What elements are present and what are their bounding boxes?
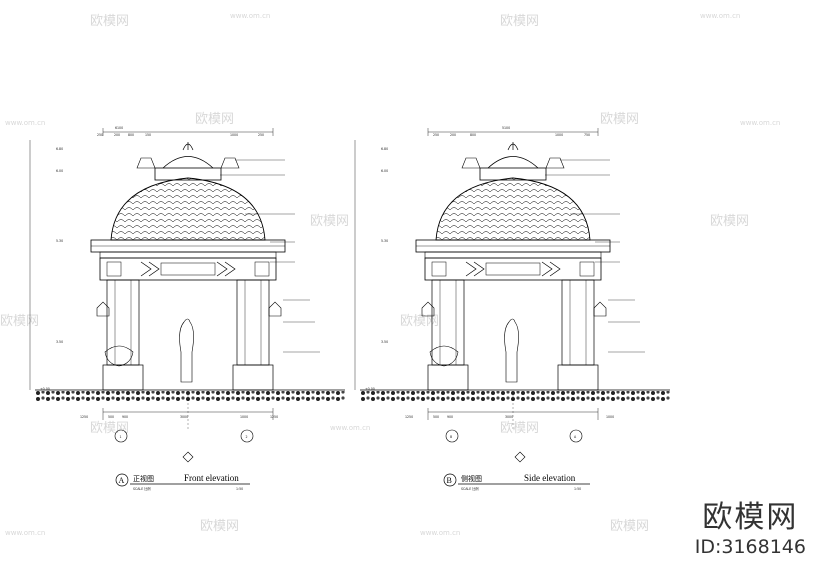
level-label: 5.30 [56,239,63,243]
watermark-text: 欧模网 [90,14,129,29]
watermark-text: 欧模网 [90,421,129,436]
watermark-url: www.om.cn [330,424,370,432]
bottom-dimension: 500 [108,415,114,419]
watermark-url: www.om.cn [5,119,45,127]
watermark-text: 欧模网 [310,214,349,229]
watermark-url: www.om.cn [700,12,740,20]
bottom-dimension: 900 [122,415,128,419]
top-dimension: 150 [145,133,151,137]
bottom-dimension: 1000 [240,415,248,419]
top-dimension: 250 [258,133,264,137]
grid-label: A [574,435,577,439]
watermark-url: www.om.cn [230,12,270,20]
watermark-layer: 欧模网 www.om.cn 欧模网 www.om.cn 欧模网 欧模网 www.… [0,12,780,537]
level-label: 6.80 [56,147,63,151]
watermark-url: www.om.cn [420,529,460,537]
level-label: 6.00 [56,169,63,173]
level-label: 3.50 [56,340,63,344]
level-label: 6.80 [381,147,388,151]
level-label: 6.00 [381,169,388,173]
bottom-dimension: 3000 [180,415,188,419]
bottom-dimension: 1250 [270,415,278,419]
top-dimension: 1000 [230,133,238,137]
level-label: ±0.00 [40,387,50,391]
scale-label: SCALE 比例 [461,486,479,491]
side-elevation: 5100 250 200 800 1000 750 6.80 6.00 5.30… [354,126,671,491]
scale-label: SCALE 比例 [133,486,151,491]
model-id: ID:3168146 [694,536,806,558]
view-title-cn: 侧视图 [461,474,482,483]
watermark-text: 欧模网 [195,112,234,127]
top-dimension: 750 [584,133,590,137]
watermark-text: 欧模网 [400,314,439,329]
watermark-text: 欧模网 [500,14,539,29]
top-dimension: 1000 [555,133,563,137]
top-dimension: 250 [433,133,439,137]
watermark-text: 欧模网 [500,421,539,436]
bottom-dimension: 1000 [606,415,614,419]
bottom-dimension: 900 [447,415,453,419]
grid-label: 1 [120,435,122,439]
scale-value: 1:50 [574,487,581,491]
watermark-text: 欧模网 [610,519,649,534]
watermark-url: www.om.cn [740,119,780,127]
brand-logo: 欧模网 [702,500,799,535]
bottom-dimension: 3000 [505,415,513,419]
bottom-dimension: 1250 [405,415,413,419]
view-title-en: Side elevation [524,473,576,483]
brand-mark: 欧模网 ID:3168146 [694,500,806,559]
watermark-text: 欧模网 [710,214,749,229]
view-title-cn: 正视图 [133,474,154,483]
view-marker: B [447,476,452,485]
top-dimension: 200 [450,133,456,137]
overall-dimension: 5100 [502,126,510,130]
watermark-text: 欧模网 [600,112,639,127]
level-label: ±0.00 [365,387,375,391]
bottom-dimension: 500 [433,415,439,419]
top-dimension: 800 [470,133,476,137]
level-label: 3.50 [381,340,388,344]
watermark-text: 欧模网 [0,314,39,329]
watermark-text: 欧模网 [200,519,239,534]
bottom-dimension: 1250 [80,415,88,419]
level-label: 5.30 [381,239,388,243]
top-dimension: 250 [97,133,103,137]
front-elevation: 6100 250 200 800 150 1000 250 6.80 6.00 … [29,126,346,491]
top-dimension: 800 [128,133,134,137]
view-marker: A [119,476,125,485]
view-title-en: Front elevation [184,473,239,483]
overall-dimension: 6100 [115,126,123,130]
scale-value: 1:50 [236,487,243,491]
top-dimension: 200 [114,133,120,137]
grid-label: 2 [246,435,248,439]
watermark-url: www.om.cn [5,529,45,537]
grid-label: B [450,435,452,439]
